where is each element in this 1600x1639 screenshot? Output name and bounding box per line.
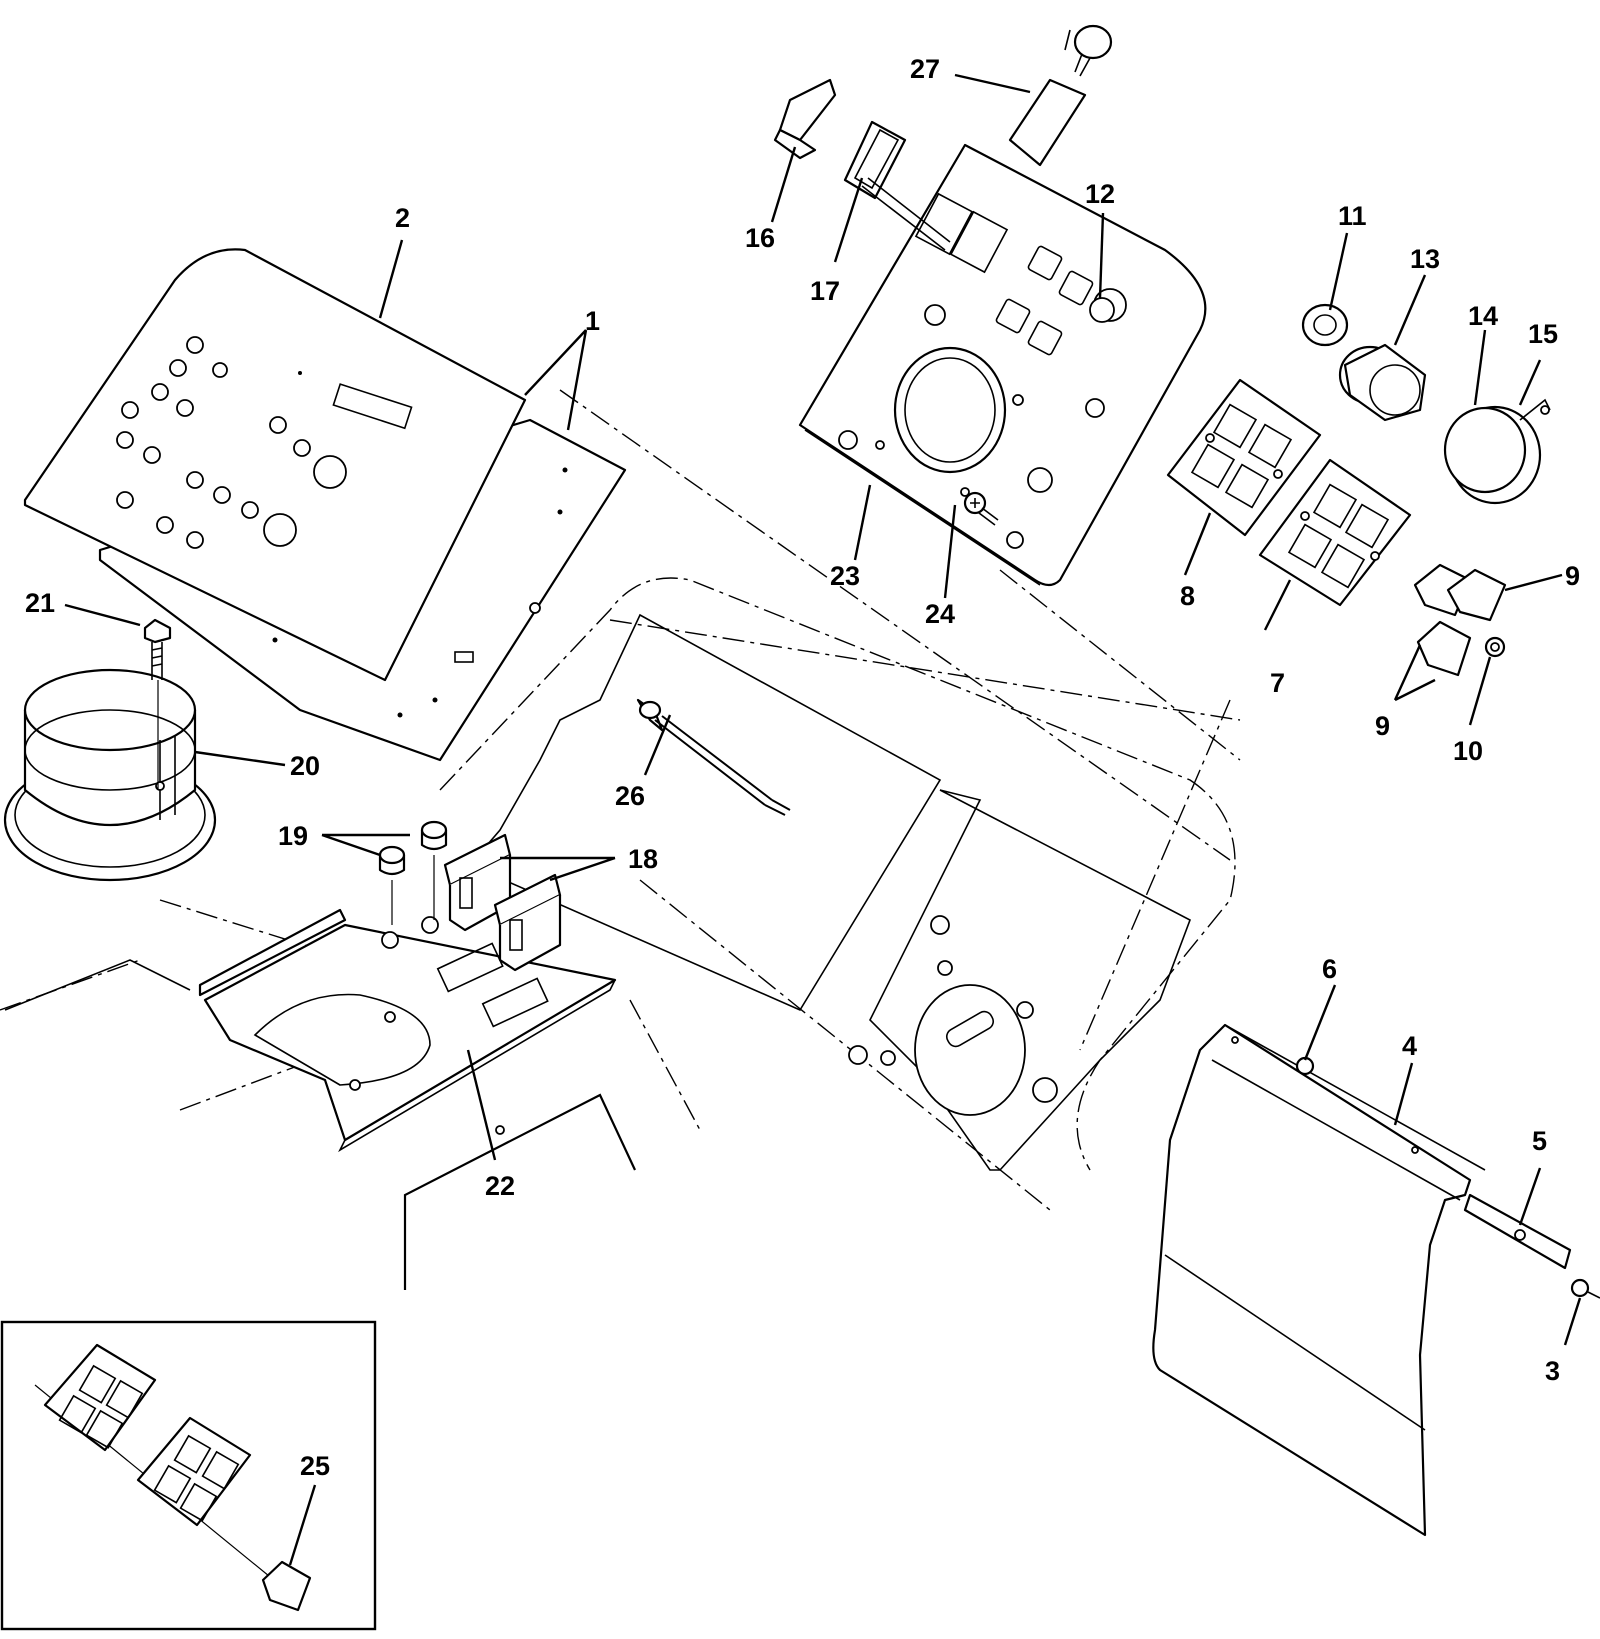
callout-27: 27: [910, 54, 940, 84]
part-2-decal-panel: [23, 248, 527, 682]
callout-22: 22: [485, 1171, 515, 1201]
callout-7: 7: [1270, 668, 1285, 698]
callout-1: 1: [585, 306, 600, 336]
callout-4: 4: [1402, 1031, 1417, 1061]
callout-18: 18: [628, 844, 658, 874]
part-14-boot: [1443, 405, 1542, 505]
callout-9b: 9: [1375, 711, 1390, 741]
callout-labels: 1 2 3 4 5 6 7 8 9 9 10 11 12 13 14 15 16…: [25, 54, 1580, 1481]
callout-25: 25: [300, 1451, 330, 1481]
callout-3: 3: [1545, 1356, 1560, 1386]
callout-26: 26: [615, 781, 645, 811]
part-8-switch-bracket: [1166, 378, 1322, 537]
callout-19: 19: [278, 821, 308, 851]
callout-9a: 9: [1565, 561, 1580, 591]
part-5-rod: [1463, 1193, 1572, 1270]
part-16-rocker-switch: [773, 78, 837, 160]
part-10-nut: [1484, 636, 1506, 658]
callout-13: 13: [1410, 244, 1440, 274]
callout-16: 16: [745, 223, 775, 253]
callout-20: 20: [290, 751, 320, 781]
callout-2: 2: [395, 203, 410, 233]
callout-10: 10: [1453, 736, 1483, 766]
part-3-screw: [1570, 1278, 1600, 1299]
part-19-plugs: [378, 820, 448, 925]
part-22-lower-panel: [198, 908, 617, 1153]
callout-15: 15: [1528, 319, 1558, 349]
callout-8: 8: [1180, 581, 1195, 611]
callout-24: 24: [925, 599, 955, 629]
callout-14: 14: [1468, 301, 1498, 331]
part-18-rocker-switches: [443, 833, 562, 972]
part-23-control-panel: [798, 143, 1207, 587]
part-6-nut: [1295, 1056, 1315, 1076]
callout-12: 12: [1085, 179, 1115, 209]
part-27-key-tag: [1008, 24, 1113, 167]
leader-lines: [64, 73, 1582, 1566]
part-26-sensor: [636, 698, 791, 816]
part-13-ignition: [1338, 343, 1427, 422]
console-outline: [0, 389, 1241, 1211]
callout-21: 21: [25, 588, 55, 618]
callout-17: 17: [810, 276, 840, 306]
part-21-bolt: [143, 618, 172, 790]
part-7-switch-bracket: [1258, 458, 1412, 607]
part-15-cap: [1519, 398, 1551, 421]
inset-detail: [0, 1320, 377, 1631]
callout-23: 23: [830, 561, 860, 591]
console-inner-panel: [468, 613, 1191, 1171]
base-frame: [4, 959, 636, 1290]
part-24-screw: [963, 491, 999, 526]
part-20-cup-holder: [3, 668, 217, 882]
part-17-switch-bezel: [843, 120, 951, 251]
callout-6: 6: [1322, 954, 1337, 984]
part-4-cover: [1152, 1023, 1486, 1537]
part-11-nut: [1301, 303, 1349, 347]
part-9-switches: [1413, 563, 1507, 677]
callout-11: 11: [1338, 201, 1367, 231]
callout-5: 5: [1532, 1126, 1547, 1156]
